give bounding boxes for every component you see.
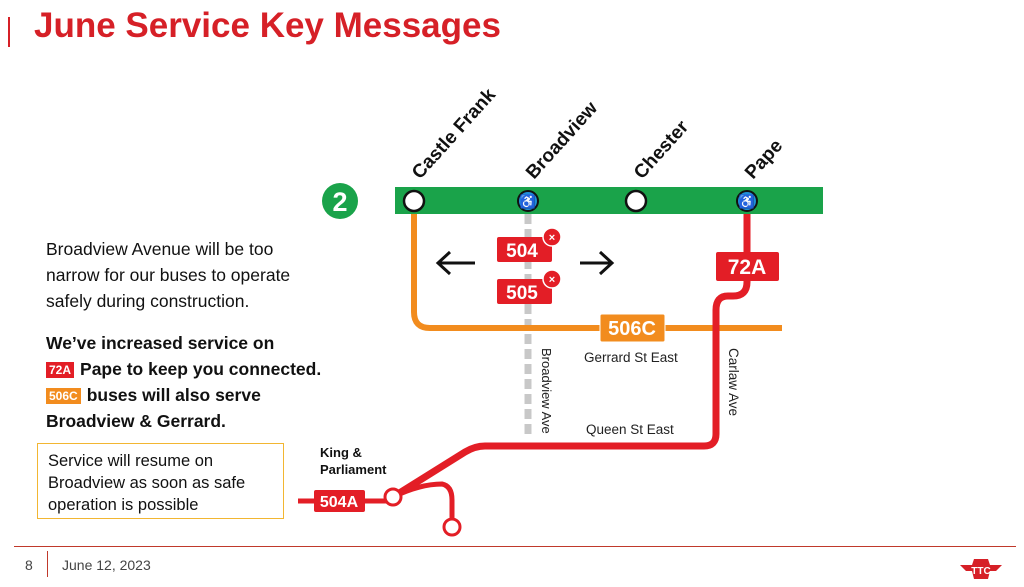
line-2-number: 2 (332, 187, 347, 217)
route-504-label: 504 (506, 241, 538, 262)
svg-text:TTC: TTC (971, 566, 990, 577)
footer-date: June 12, 2023 (62, 557, 151, 573)
king-parliament-stop (383, 487, 403, 507)
arrow-right-icon (580, 250, 615, 276)
route-72a-label: 72A (728, 256, 767, 279)
station-label: Chester (630, 116, 693, 183)
svg-text:×: × (549, 274, 555, 286)
street-label-queen: Queen St East (586, 422, 674, 437)
route-506c-chip: 506C (46, 388, 81, 404)
stop-label-parliament: Parliament (320, 462, 387, 477)
street-label-broadview: Broadview Ave (539, 348, 554, 434)
cancelled-icon (542, 227, 562, 247)
station-chester (624, 189, 648, 213)
closure-explanation: Broadview Avenue will be too narrow for … (46, 239, 291, 311)
street-label-gerrard: Gerrard St East (584, 350, 678, 365)
line-2-badge (322, 183, 358, 219)
route-504a-label: 504A (320, 494, 359, 511)
route-504a-badge (314, 490, 365, 512)
wheelchair-icon: ♿ (739, 194, 755, 209)
service-resume-note: Service will resume on Broadview as soon… (37, 443, 284, 519)
route-506c-label: 506C (608, 318, 656, 340)
footer-separator (47, 551, 48, 577)
title-accent-bar (8, 17, 10, 47)
terminal-stop (442, 517, 462, 537)
line-2-bar (395, 187, 823, 214)
route-506c-badge (599, 313, 666, 343)
arrow-left-icon (435, 250, 475, 276)
page-number: 8 (25, 557, 33, 573)
route-506c-line (411, 201, 782, 331)
route-72a-chip: 72A (46, 362, 75, 378)
station-label: Pape (741, 136, 787, 184)
route-505-badge (497, 279, 552, 304)
route-branch-line (391, 481, 455, 520)
svg-text:×: × (549, 232, 555, 244)
cancelled-icon (542, 269, 562, 289)
station-castle-frank (402, 189, 426, 213)
street-label-carlaw: Carlaw Ave (726, 348, 741, 416)
station-label: Castle Frank (408, 84, 500, 183)
wheelchair-icon: ♿ (520, 194, 536, 209)
page-title: June Service Key Messages (34, 6, 501, 45)
route-72a-line (391, 201, 751, 500)
route-504-badge (497, 237, 552, 262)
station-broadview-accessible-icon (517, 190, 539, 212)
station-pape-accessible-icon (736, 190, 758, 212)
stop-label-king: King & (320, 445, 362, 460)
ttc-logo-icon: TTC (960, 559, 1002, 579)
station-label: Broadview (522, 98, 602, 184)
footer-divider (14, 546, 1016, 547)
route-505-label: 505 (506, 283, 538, 304)
route-72a-badge (716, 252, 779, 281)
